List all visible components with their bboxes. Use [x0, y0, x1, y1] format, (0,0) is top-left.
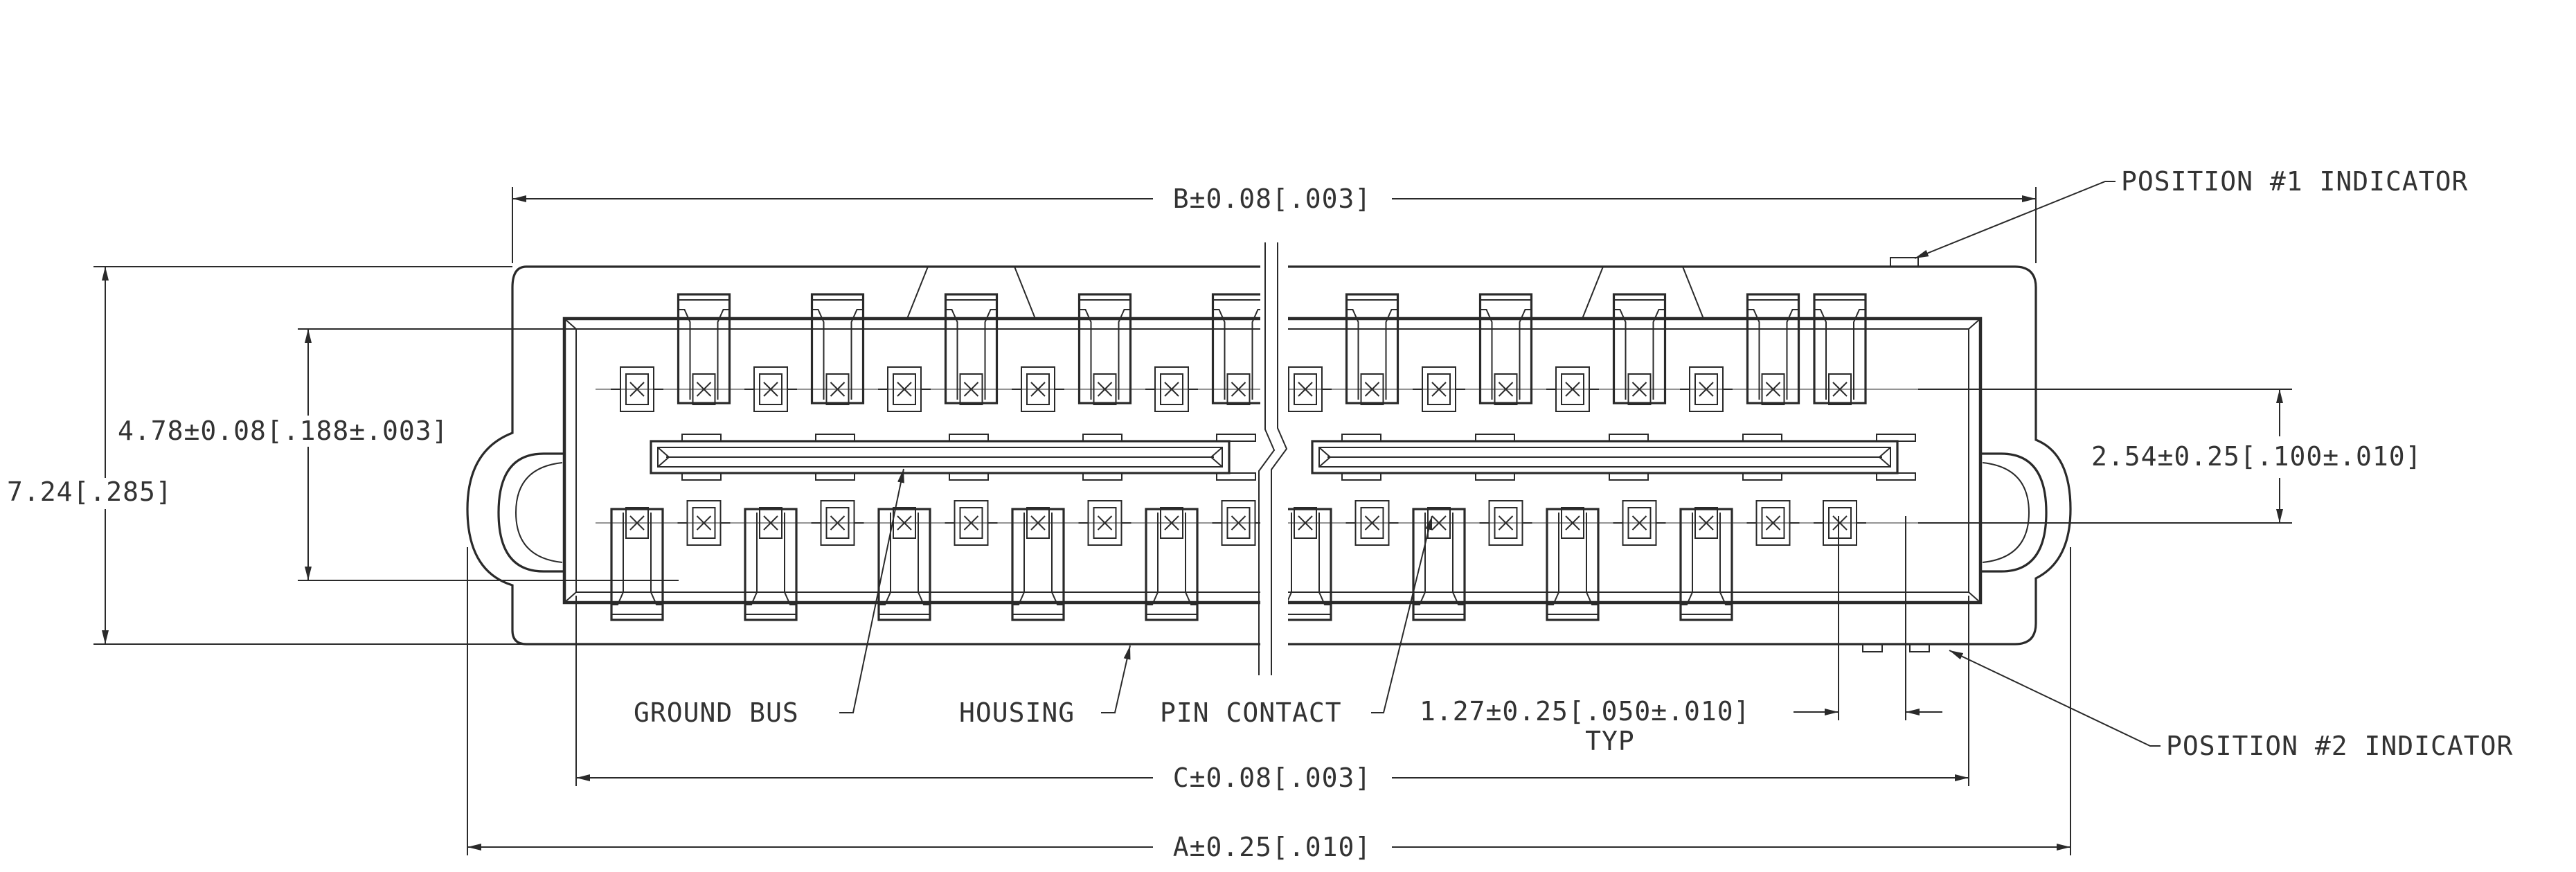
- ground-bus-tab: [1876, 434, 1916, 442]
- pin-contact: [1412, 507, 1466, 621]
- ground-bus: [650, 434, 1916, 481]
- pin-contact: [677, 293, 731, 405]
- ground-bus-tab: [815, 434, 855, 442]
- ground-bus-tab: [1216, 434, 1256, 442]
- keying-rib-left: [906, 266, 1036, 319]
- break-line-left: [1258, 242, 1276, 675]
- pin-contact: [1478, 293, 1533, 405]
- ground-bus-bar: [1311, 434, 1916, 481]
- callout-position-2: POSITION #2 INDICATOR: [1949, 650, 2513, 761]
- position-2-indicator-mark: [1862, 643, 1883, 652]
- pin-contact: [610, 507, 664, 621]
- callout-ground-bus-label: GROUND BUS: [634, 697, 799, 728]
- ground-bus-tab: [681, 434, 722, 442]
- position-1-indicator-mark: [1890, 257, 1919, 267]
- dim-row-spacing: 2.54±0.25[.100±.010]: [1918, 389, 2422, 524]
- ground-bus-tab: [1475, 472, 1515, 481]
- callouts: POSITION #1 INDICATOR POSITION #2 INDICA…: [634, 166, 2513, 761]
- pin-contacts: [596, 293, 1932, 621]
- callout-pin-contact: PIN CONTACT: [1160, 515, 1433, 728]
- right-latch-inner: [1982, 462, 2030, 563]
- pin-contact: [810, 293, 865, 405]
- dim-height-overall-label: 7.24[.285]: [7, 477, 172, 507]
- ground-bus-tab: [1341, 472, 1381, 481]
- position-2-indicator-mark-b: [1909, 643, 1930, 652]
- ground-bus-tab: [1216, 472, 1256, 481]
- ground-bus-tab: [1876, 472, 1916, 481]
- dim-a-label: A±0.25[.010]: [1173, 832, 1372, 862]
- left-latch-inner: [515, 462, 563, 563]
- pin-contact: [1746, 293, 1800, 405]
- ground-bus-bar: [650, 434, 1256, 481]
- ground-bus-tab: [1475, 434, 1515, 442]
- right-latch-ear: [1980, 452, 2048, 573]
- dim-height-inner-label: 4.78±0.08[.188±.003]: [118, 416, 449, 446]
- ground-bus-tab: [1609, 472, 1649, 481]
- keying-rib-right: [1582, 266, 1704, 319]
- dim-pitch-label: 1.27±0.25[.050±.010]: [1420, 696, 1751, 727]
- callout-pin-contact-label: PIN CONTACT: [1160, 697, 1342, 728]
- ground-bus-tab: [681, 472, 722, 481]
- callout-ground-bus: GROUND BUS: [634, 468, 904, 728]
- ground-bus-tab: [949, 472, 989, 481]
- callout-housing: HOUSING: [959, 645, 1131, 728]
- callout-position-1: POSITION #1 INDICATOR: [1914, 166, 2468, 259]
- dim-pitch-note: TYP: [1585, 726, 1635, 756]
- ground-bus-tab: [815, 472, 855, 481]
- ground-bus-tab: [1742, 434, 1782, 442]
- dim-height-overall: 7.24[.285]: [7, 266, 526, 645]
- cavity-chamfer: [564, 318, 1981, 603]
- pin-contact: [1813, 293, 1867, 405]
- dim-b-label: B±0.08[.003]: [1173, 184, 1372, 214]
- dim-row-spacing-label: 2.54±0.25[.100±.010]: [2091, 441, 2422, 472]
- break-symbol: [1258, 242, 1288, 675]
- pin-contact: [1345, 293, 1399, 405]
- callout-position-1-label: POSITION #1 INDICATOR: [2121, 166, 2468, 197]
- dim-c-label: C±0.08[.003]: [1173, 763, 1372, 793]
- dim-c: C±0.08[.003]: [575, 596, 1969, 793]
- dim-height-inner: 4.78±0.08[.188±.003]: [118, 328, 679, 581]
- pin-contact: [1077, 293, 1132, 405]
- pin-contact: [1211, 293, 1266, 405]
- pin-contact: [1612, 293, 1667, 405]
- dim-b: B±0.08[.003]: [512, 184, 2037, 263]
- pin-contact: [1145, 507, 1199, 621]
- left-latch-ear: [497, 452, 564, 573]
- ground-bus-tab: [1082, 434, 1122, 442]
- dimensions: B±0.08[.003] C±0.08[.003] A±0.25[.010] 7…: [7, 184, 2422, 862]
- callout-position-2-label: POSITION #2 INDICATOR: [2166, 731, 2513, 761]
- pin-contact: [944, 293, 999, 405]
- ground-bus-tab: [1742, 472, 1782, 481]
- dim-pitch: 1.27±0.25[.050±.010] TYP: [1420, 516, 1942, 756]
- ground-bus-tab: [1609, 434, 1649, 442]
- dim-a: A±0.25[.010]: [467, 547, 2071, 862]
- ground-bus-tab: [1082, 472, 1122, 481]
- callout-housing-label: HOUSING: [959, 697, 1075, 728]
- ground-bus-tab: [1341, 434, 1381, 442]
- break-line-right: [1271, 242, 1288, 675]
- ground-bus-tab: [949, 434, 989, 442]
